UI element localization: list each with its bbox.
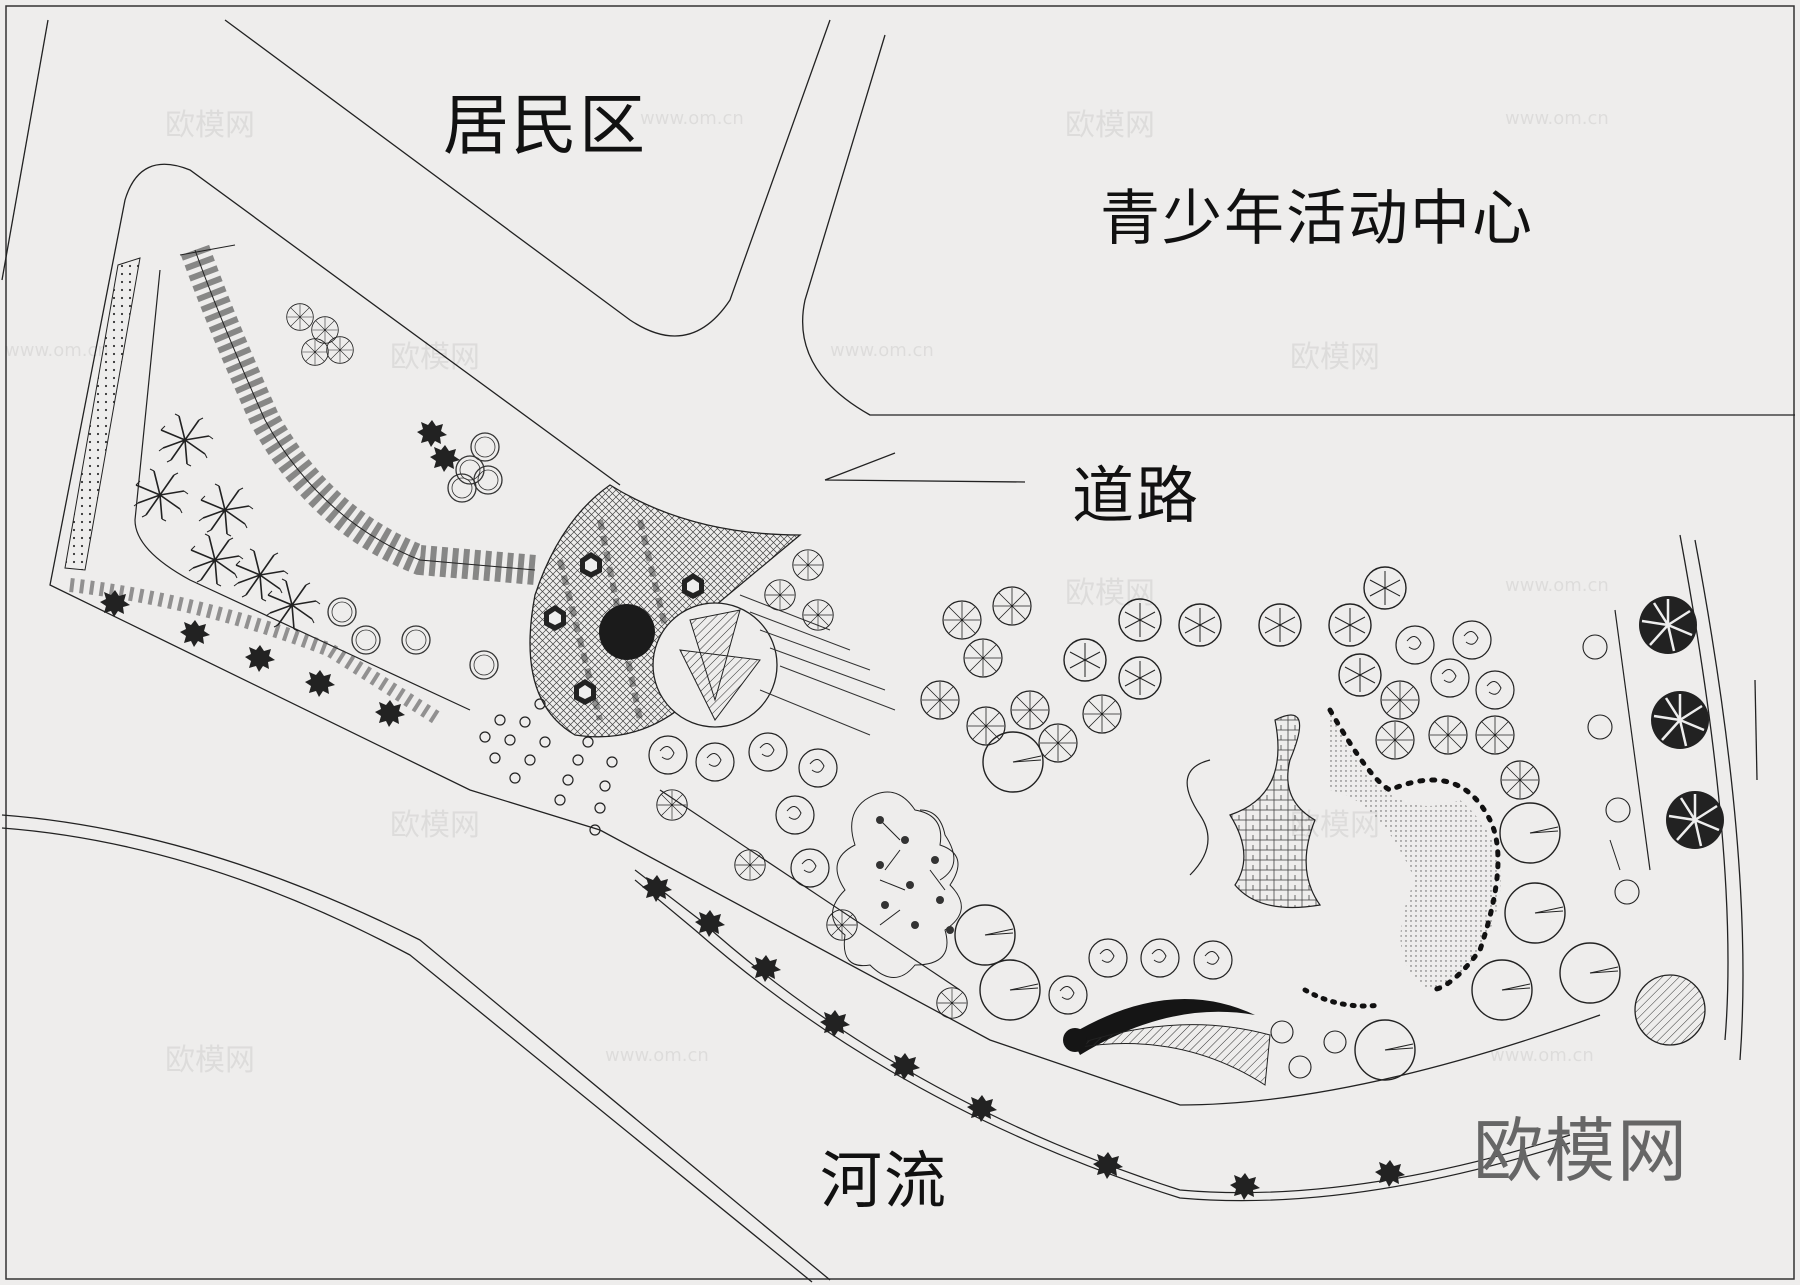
watermark-brand: 欧模网 [390,340,480,375]
watermark-brand: 欧模网 [1065,108,1155,143]
watermark-url: www.om.cn [5,340,109,361]
label-youth-activity-center: 青少年活动中心 [1100,184,1534,254]
watermark-url: www.om.cn [1490,1045,1594,1066]
label-road: 道路 [1072,459,1201,532]
watermark-brand: 欧模网 [165,108,255,143]
watermark-brand: 欧模网 [165,1043,255,1078]
brand-logo-watermark: 欧模网 [1473,1110,1689,1192]
watermark-brand: 欧模网 [1065,576,1155,611]
watermark-brand: 欧模网 [1290,340,1380,375]
watermark-url: www.om.cn [1505,575,1609,596]
watermark-url: www.om.cn [830,340,934,361]
watermark-brand: 欧模网 [1290,808,1380,843]
watermark-url: www.om.cn [640,108,744,129]
watermark-brand: 欧模网 [390,808,480,843]
label-river: 河流 [820,1144,949,1217]
watermark-url: www.om.cn [1505,108,1609,129]
watermark-url: www.om.cn [605,1045,709,1066]
label-residential-area: 居民区 [443,87,647,164]
